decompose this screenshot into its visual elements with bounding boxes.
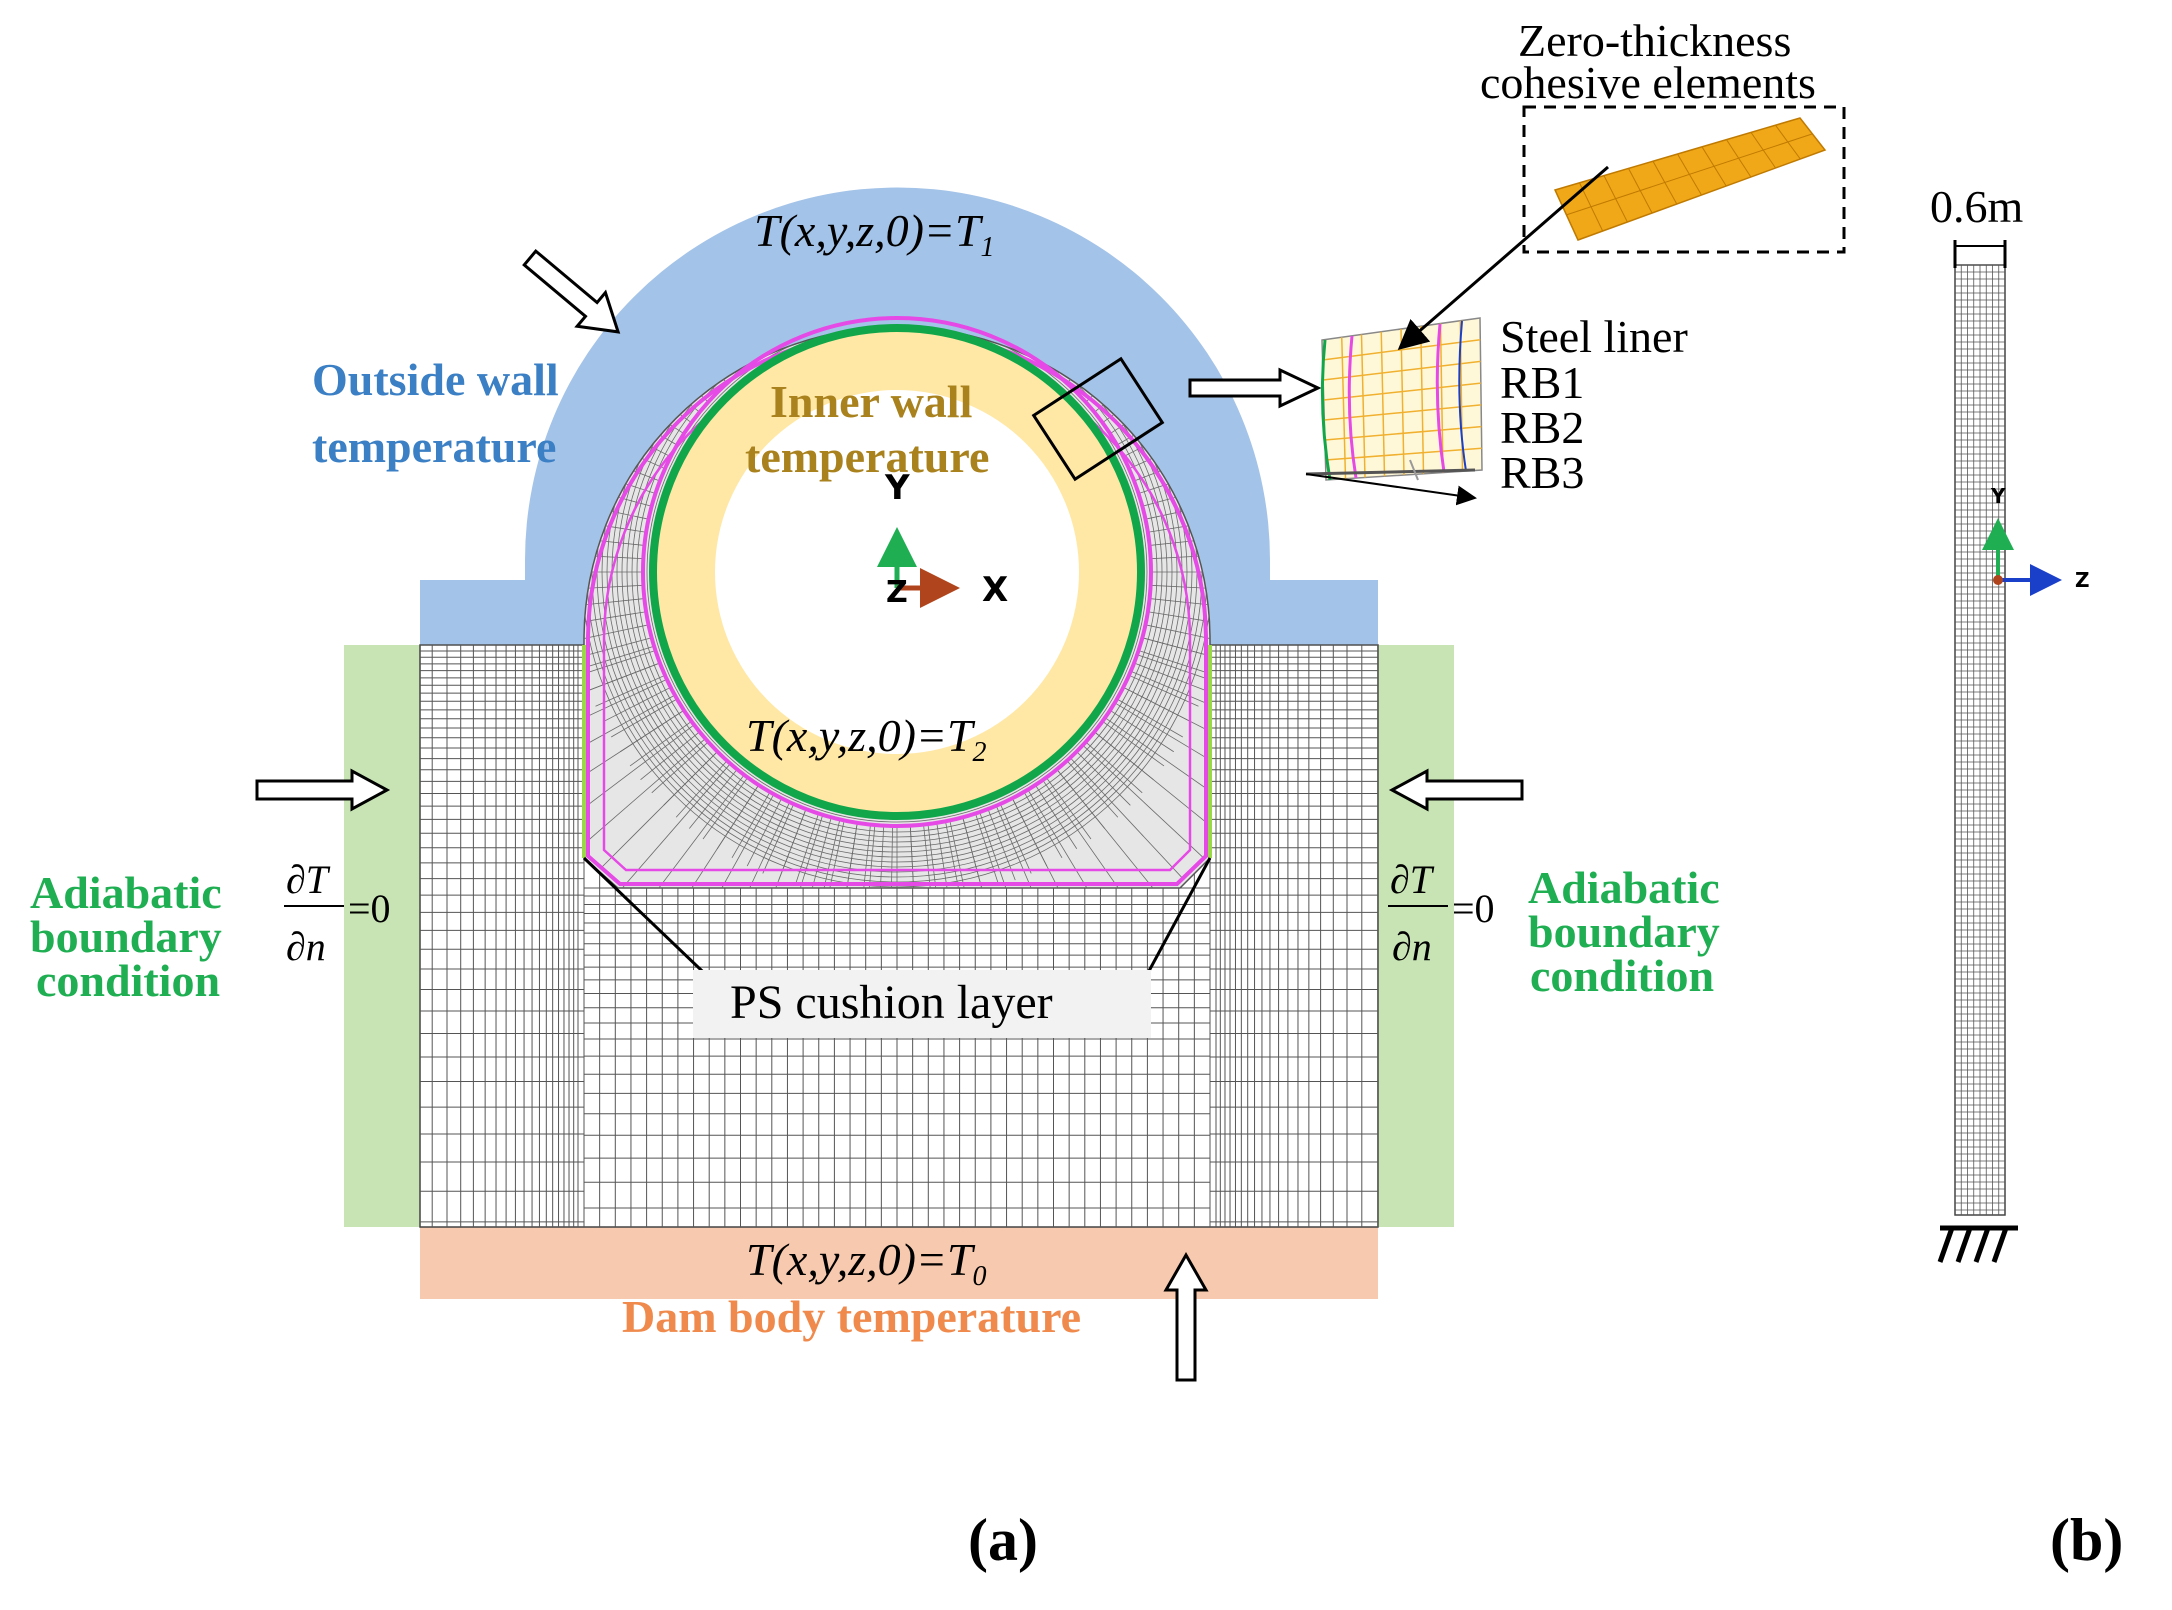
adiabatic-region-left xyxy=(344,645,420,1227)
outside-wall-label-1: Outside wall xyxy=(312,354,559,405)
dam-body-label: Dam body temperature xyxy=(622,1291,1081,1342)
axis-b-z-label: Z xyxy=(2075,568,2090,592)
adiabatic-region-right xyxy=(1378,645,1454,1227)
panel-a-label: (a) xyxy=(968,1507,1038,1573)
partial-left-den: ∂n xyxy=(286,924,326,969)
ps-cushion-label-bg xyxy=(693,970,1151,1038)
rb3-label: RB3 xyxy=(1500,447,1584,498)
adiabatic-right-line2: boundary xyxy=(1528,906,1720,957)
axis-b-y-label: Y xyxy=(1990,484,2006,508)
arrow-dam-body xyxy=(1163,1251,1209,1382)
steel-liner-label: Steel liner xyxy=(1500,311,1688,362)
ps-cushion-label: PS cushion layer xyxy=(730,976,1053,1029)
t2-formula: T(x,y,z,0)=T2 xyxy=(746,710,987,768)
partial-right-den: ∂n xyxy=(1392,924,1432,969)
panel-b-label: (b) xyxy=(2050,1507,2123,1573)
dam-body-region xyxy=(420,1227,1378,1299)
outside-wall-label-2: temperature xyxy=(312,421,556,472)
cohesive-strip xyxy=(1553,117,1827,241)
callout-box xyxy=(1031,356,1165,482)
adiabatic-left-line1: Adiabatic xyxy=(30,867,222,918)
t1-formula: T(x,y,z,0)=T1 xyxy=(754,205,995,263)
adiabatic-left-line3: condition xyxy=(36,955,220,1006)
inner-wall-label-1: Inner wall xyxy=(770,376,972,427)
zero-thickness-label-2: cohesive elements xyxy=(1480,57,1816,108)
arrow-right-adiabatic xyxy=(1388,768,1524,812)
rb2-label: RB2 xyxy=(1500,402,1584,453)
axis-a-z-label: Z xyxy=(886,575,908,610)
t0-formula: T(x,y,z,0)=T0 xyxy=(746,1234,987,1292)
column-mesh xyxy=(1955,264,2005,1215)
cohesive-pointer xyxy=(1397,165,1609,350)
partial-right-num: ∂T xyxy=(1390,857,1435,902)
adiabatic-left-line2: boundary xyxy=(30,911,222,962)
adiabatic-right-line1: Adiabatic xyxy=(1528,862,1720,913)
axis-a-x-label: X xyxy=(982,570,1008,610)
dimension-label: 0.6m xyxy=(1930,181,2024,232)
partial-left-num: ∂T xyxy=(286,857,331,902)
partial-left-eq: =0 xyxy=(348,886,391,931)
adiabatic-right-line3: condition xyxy=(1530,950,1714,1001)
partial-right-eq: =0 xyxy=(1452,886,1495,931)
rb1-label: RB1 xyxy=(1500,357,1584,408)
axis-a-y-label: Y xyxy=(884,468,910,508)
arrow-left-adiabatic xyxy=(255,768,391,812)
cohesive-inset-box xyxy=(1522,105,1846,254)
ps-leader-left xyxy=(582,856,724,992)
inner-wall-ring-magenta xyxy=(641,316,1153,828)
axis-b-origin xyxy=(1993,575,2003,585)
inner-wall-label-2: temperature xyxy=(745,431,989,482)
arrow-outside-wall xyxy=(522,248,621,334)
arrow-callout xyxy=(1188,367,1322,409)
fixed-support-hatch xyxy=(1937,1227,2009,1263)
detail-mesh xyxy=(1305,317,1483,506)
zero-thickness-label-1: Zero-thickness xyxy=(1518,15,1791,66)
